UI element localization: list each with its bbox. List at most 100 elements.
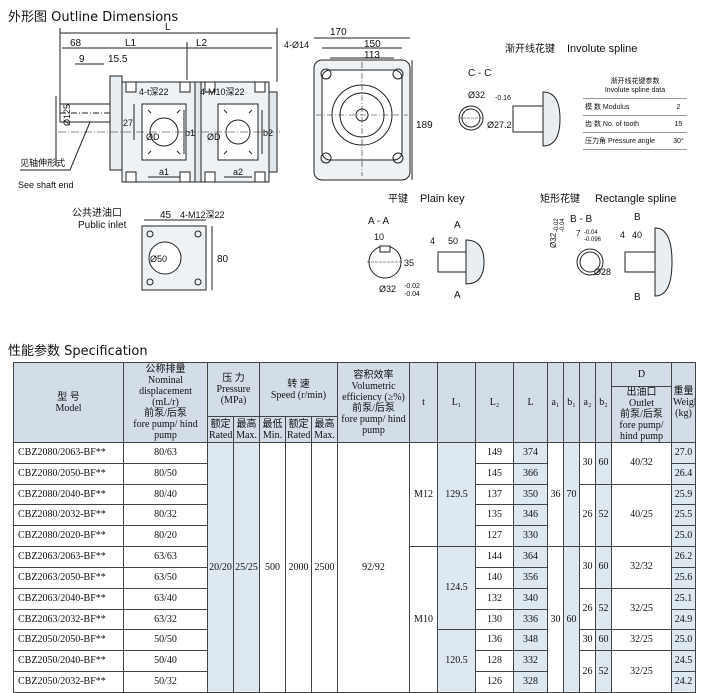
cell-L: 340 [513, 587, 548, 610]
dim-b2: b2 [263, 128, 273, 138]
rect-spline-d7-tol-a: -0.04 [584, 230, 598, 236]
th-a1: a₁ [547, 362, 564, 443]
cell-L: 332 [513, 650, 548, 673]
cell-weight: 25.0 [671, 629, 696, 652]
cell-D: 32/25 [611, 629, 672, 652]
th-L1: L₁ [437, 362, 476, 443]
plain-key-title-cn: 平键 [388, 192, 408, 205]
dim-68: 68 [70, 38, 82, 49]
plain-key-title-en: Plain key [420, 193, 465, 205]
inlet-phi50: Ø50 [150, 254, 167, 264]
spec-table: 型 号 Model 公称排量 Nominal displacement (mL/… [13, 362, 696, 693]
rect-spline-section: B - B [570, 214, 593, 225]
dim-holes-front: 4-t深22 [139, 87, 169, 97]
cell-model: CBZ2050/2032-BF** [13, 671, 124, 693]
cell-b2: 60 [595, 546, 612, 589]
th-t: t [409, 362, 438, 443]
table-row: CBZ2080/2063-BF** 80/63 20/20 25/25 500 … [13, 441, 696, 693]
table-row: CBZ2063/2050-BF** 63/50 140 356 25.6 [13, 566, 696, 589]
rect-spline-d7: 7 [576, 229, 581, 238]
cell-model: CBZ2063/2050-BF** [13, 566, 124, 589]
cell-disp: 80/40 [123, 483, 208, 506]
cell-model: CBZ2080/2032-BF** [13, 504, 124, 527]
plain-key-d10: 10 [374, 232, 384, 242]
cell-a1: 36 [547, 441, 564, 548]
cell-L2: 127 [475, 525, 514, 548]
involute-row-value: 30° [669, 132, 687, 150]
th-efficiency: 容积效率 Volumetric efficiency (≥%) 前泵/后泵 fo… [337, 362, 410, 443]
cell-weight: 26.4 [671, 462, 696, 485]
cell-D: 40/32 [611, 442, 672, 485]
cell-L2: 128 [475, 650, 514, 673]
cell-L: 346 [513, 504, 548, 527]
dim-phiD2: ØD [207, 132, 221, 142]
cell-b2: 52 [595, 650, 612, 693]
th-L: L [513, 362, 548, 443]
th-model: 型 号 Model [13, 362, 124, 443]
cell-a2: 26 [579, 483, 596, 548]
cell-weight: 25.1 [671, 587, 696, 610]
dim-holes-rear: 4-M10深22 [200, 87, 245, 97]
cell-L2: 126 [475, 671, 514, 693]
plain-key-section: A - A [368, 216, 389, 227]
cell-t: M10 [409, 546, 438, 693]
cell-model: CBZ2080/2063-BF** [13, 442, 124, 464]
involute-d32-tol: -0.16 [495, 95, 511, 102]
cell-rated-speed: 2000 [285, 442, 312, 693]
cell-a1: 30 [547, 546, 564, 693]
cell-b2: 60 [595, 629, 612, 652]
dim-150: 150 [364, 39, 381, 50]
cell-a2: 30 [579, 546, 596, 589]
cell-max-pressure: 25/25 [233, 442, 260, 693]
table-row: CBZ2063/2063-BF** 63/63 M10 124.5 144 36… [13, 546, 696, 693]
cell-model: CBZ2080/2020-BF** [13, 525, 124, 548]
spec-title: 性能参数 Specification [8, 344, 148, 359]
th-pressure-rated: 额定 Rated [207, 416, 234, 443]
rect-spline-d28: Ø28 [594, 267, 611, 277]
cell-L: 348 [513, 629, 548, 652]
cell-L2: 135 [475, 504, 514, 527]
rect-spline-d4: 4 [620, 230, 625, 240]
involute-d32: Ø32 [468, 90, 485, 100]
cell-efficiency: 92/92 [337, 442, 410, 693]
involute-row-value: 2 [669, 98, 687, 116]
shaft-end-cn: 见轴伸形式 [20, 157, 65, 168]
dim-L1: L1 [125, 38, 137, 49]
cell-disp: 63/50 [123, 566, 208, 589]
cell-min-speed: 500 [259, 442, 286, 693]
involute-section: C - C [468, 68, 491, 79]
rect-spline-d40: 40 [632, 230, 642, 240]
cell-L: 328 [513, 671, 548, 693]
cell-D: 32/32 [611, 546, 672, 589]
dim-L: L [165, 22, 171, 33]
th-displacement: 公称排量 Nominal displacement (mL/r) 前泵/后泵 f… [123, 362, 208, 443]
table-row: CBZ2080/2020-BF** 80/20 127 330 25.0 [13, 525, 696, 548]
rect-spline-title-cn: 矩形花键 [540, 192, 580, 205]
cell-model: CBZ2080/2040-BF** [13, 483, 124, 506]
cell-L1: 129.5 [437, 441, 476, 548]
th-b2: b₂ [595, 362, 612, 443]
th-D: D [611, 362, 672, 387]
table-row: CBZ2080/2050-BF** 80/50 145 366 26.4 [13, 462, 696, 485]
cell-L: 366 [513, 462, 548, 485]
th-a2: a₂ [579, 362, 596, 443]
involute-row-label: 压力角 Pressure angle [583, 132, 670, 150]
shaft-end-en: See shaft end [18, 180, 74, 190]
cell-L2: 144 [475, 546, 514, 568]
th-pressure: 压 力 Pressure (MPa) [207, 362, 260, 417]
involute-title-en: Involute spline [567, 43, 637, 55]
cell-weight: 25.9 [671, 483, 696, 506]
cell-weight: 24.9 [671, 608, 696, 631]
cell-a2: 26 [579, 650, 596, 693]
cell-weight: 26.2 [671, 546, 696, 568]
plain-key-d32-tol-a: -0.02 [404, 283, 420, 290]
cell-model: CBZ2050/2040-BF** [13, 650, 124, 673]
cell-b2: 52 [595, 587, 612, 631]
cell-b1: 60 [563, 546, 580, 693]
public-inlet-cn: 公共进油口 [72, 206, 122, 219]
cell-D: 40/25 [611, 483, 672, 548]
cell-L: 336 [513, 608, 548, 631]
cell-model: CBZ2050/2050-BF** [13, 629, 124, 652]
public-inlet-en: Public inlet [78, 220, 127, 231]
